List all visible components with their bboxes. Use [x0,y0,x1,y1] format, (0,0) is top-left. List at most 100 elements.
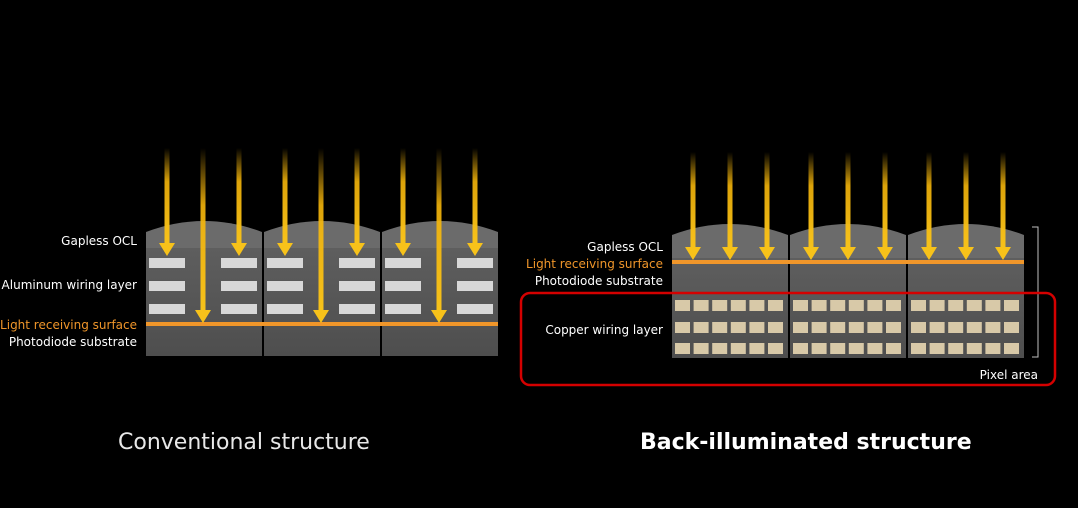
copper-wire [712,300,728,311]
copper-wire [848,300,864,311]
light-ray-shaft [926,152,932,248]
light-ray-arrow [803,152,819,260]
light-ray-arrow [759,152,775,260]
conv-receiving-surface-line [146,322,498,326]
light-ray-arrow [159,148,175,256]
copper-wire [911,343,926,354]
copper-wire [966,300,982,311]
aluminum-wire [149,304,185,314]
light-ray-shaft [318,148,324,311]
copper-wire [966,322,982,333]
light-ray-shaft [808,152,814,248]
aluminum-wire [267,258,303,268]
copper-wire [830,300,846,311]
light-ray-head [277,243,293,256]
aluminum-wire [339,304,375,314]
back-label-surface: Light receiving surface [526,257,663,271]
aluminum-wire [385,258,421,268]
copper-wire [867,322,883,333]
copper-wire [985,343,1001,354]
light-ray-head [803,247,819,260]
light-ray-head [313,310,329,323]
copper-wire [693,343,709,354]
light-ray-shaft [400,148,406,244]
aluminum-wire [385,304,421,314]
light-ray-arrow [995,152,1011,260]
light-ray-shaft [164,148,170,244]
light-ray-head [195,310,211,323]
copper-wire [886,343,901,354]
light-ray-arrow [349,148,365,256]
copper-wire [768,300,783,311]
back-illuminated-diagram [519,152,1057,387]
copper-wire [886,300,901,311]
copper-wire [693,322,709,333]
light-ray-head [759,247,775,260]
light-ray-arrow [958,152,974,260]
copper-wire [811,300,827,311]
back-label-wiring: Copper wiring layer [545,323,663,337]
copper-wire [749,343,765,354]
copper-wire [811,322,827,333]
back-label-substrate: Photodiode substrate [534,274,663,288]
light-ray-head [395,243,411,256]
copper-wire [675,343,690,354]
aluminum-wire [267,281,303,291]
light-ray-head [231,243,247,256]
light-ray-head [877,247,893,260]
light-ray-arrow [231,148,247,256]
copper-wire [730,343,746,354]
light-ray-arrow [277,148,293,256]
copper-wire [793,300,808,311]
light-ray-head [722,247,738,260]
pixel-area-label: Pixel area [979,368,1038,382]
light-ray-shaft [882,152,888,248]
light-ray-arrow [467,148,483,256]
light-ray-head [840,247,856,260]
aluminum-wire [457,258,493,268]
copper-wire [712,343,728,354]
copper-wire [768,322,783,333]
light-ray-shaft [690,152,696,248]
light-ray-arrow [431,148,447,323]
light-ray-head [159,243,175,256]
copper-wire [1004,300,1019,311]
light-ray-arrow [877,152,893,260]
conv-label-ocl: Gapless OCL [61,234,137,248]
light-ray-arrow [395,148,411,256]
copper-wire [830,343,846,354]
conv-label-surface: Light receiving surface [0,318,137,332]
light-ray-head [685,247,701,260]
copper-wire [867,300,883,311]
light-ray-head [349,243,365,256]
light-ray-head [467,243,483,256]
copper-wire [749,322,765,333]
conv-label-wiring: Aluminum wiring layer [1,278,137,292]
copper-wire [675,322,690,333]
aluminum-wire [385,281,421,291]
copper-wire [929,300,945,311]
conv-label-substrate: Photodiode substrate [8,335,137,349]
aluminum-wire [221,258,257,268]
copper-wire [929,322,945,333]
back-label-ocl: Gapless OCL [587,240,663,254]
aluminum-wire [267,304,303,314]
copper-wire [712,322,728,333]
copper-wire [1004,343,1019,354]
light-ray-shaft [963,152,969,248]
light-ray-shaft [727,152,733,248]
copper-wire [730,300,746,311]
copper-wire [929,343,945,354]
copper-wire [848,343,864,354]
aluminum-wire [457,281,493,291]
copper-wire [793,322,808,333]
light-ray-arrow [313,148,329,323]
copper-wiring-highlight-box [519,291,1057,387]
aluminum-wire [149,281,185,291]
copper-wire [830,322,846,333]
light-ray-arrow [685,152,701,260]
light-ray-arrow [195,148,211,323]
light-ray-shaft [764,152,770,248]
light-ray-arrow [840,152,856,260]
